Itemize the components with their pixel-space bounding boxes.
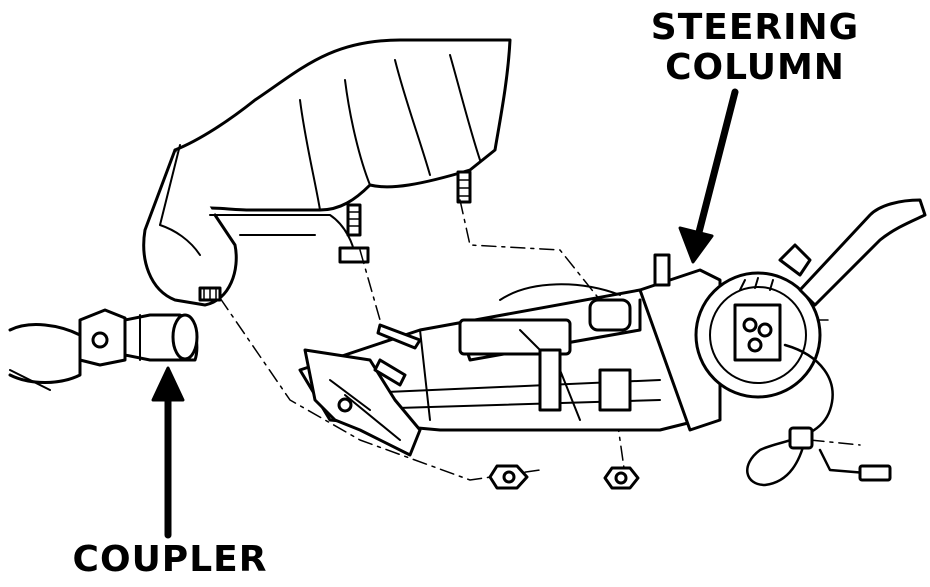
dash-panel-bracket — [142, 38, 512, 307]
coupler — [78, 308, 199, 367]
multifunction-lever — [778, 198, 927, 307]
coupler-arrow — [151, 366, 185, 539]
mounting-nuts — [488, 464, 640, 490]
steering-label-line1: STEERING — [650, 7, 860, 48]
steering-column-arrow — [678, 88, 739, 264]
stud-right — [456, 170, 472, 204]
lower-column-bracket — [303, 348, 422, 457]
steering-column-body — [298, 283, 702, 432]
column-head — [638, 253, 822, 432]
nut-left — [488, 464, 529, 490]
steering-column-label: STEERING COLUMN — [640, 8, 870, 88]
stud-left — [198, 286, 222, 302]
stud-center — [338, 203, 370, 264]
steering-shaft — [8, 323, 82, 391]
steering-label-line2: COLUMN — [665, 47, 845, 88]
nut-right — [603, 466, 640, 490]
coupler-label: COUPLER — [72, 539, 268, 580]
wiring-harness — [746, 343, 892, 487]
